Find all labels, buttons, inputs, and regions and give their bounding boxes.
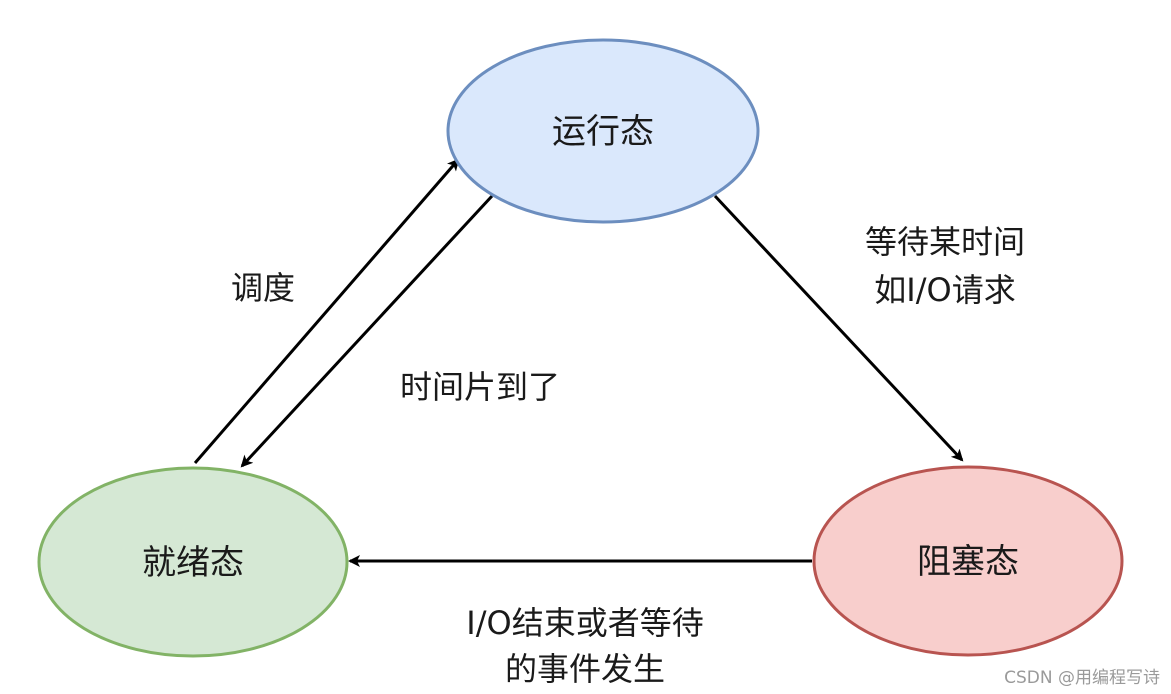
edge-wait-label-line2: 如I/O请求 <box>874 271 1015 309</box>
watermark: CSDN @用编程写诗 <box>1004 668 1160 688</box>
edge-timeslice-label: 时间片到了 <box>400 368 560 406</box>
state-ready-ellipse <box>37 466 349 658</box>
state-blocked-label: 阻塞态 <box>917 542 1019 582</box>
state-ready: 就绪态 <box>37 466 349 658</box>
state-blocked: 阻塞态 <box>812 465 1124 657</box>
state-running: 运行态 <box>446 38 760 224</box>
state-ready-label: 就绪态 <box>142 543 244 583</box>
edges <box>193 158 964 567</box>
edge-timeslice-arrow <box>240 194 494 468</box>
edge-wait-arrow <box>713 194 964 462</box>
state-blocked-ellipse <box>812 465 1124 657</box>
edge-wait-label-line1: 等待某时间 <box>865 223 1025 261</box>
edge-schedule-arrow <box>193 158 460 464</box>
state-running-label: 运行态 <box>552 112 654 152</box>
edge-schedule-label: 调度 <box>231 269 295 307</box>
state-running-ellipse <box>446 38 760 224</box>
edge-io-done-label-line2: 的事件发生 <box>505 650 665 688</box>
edge-io-done-label-line1: I/O结束或者等待 <box>466 604 703 642</box>
